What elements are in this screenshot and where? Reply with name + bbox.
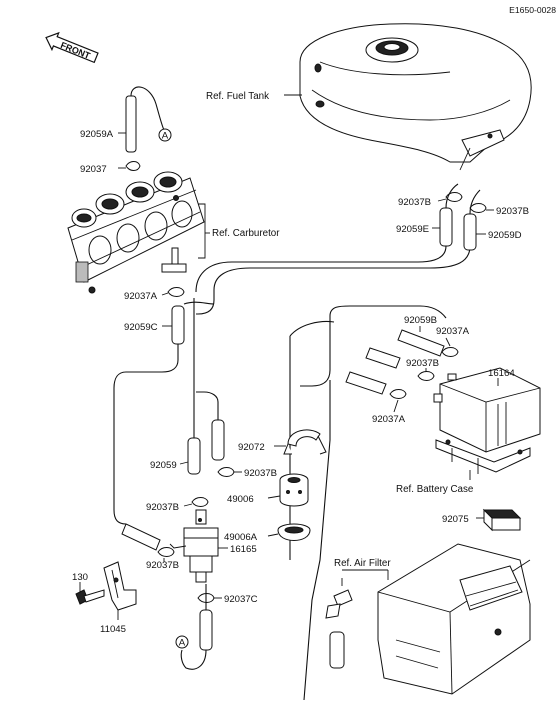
label-92059: 92059 (150, 460, 177, 471)
clip-92037B-tank-right (469, 203, 487, 213)
filter-49006 (279, 473, 309, 507)
label-92037B-tank-left: 92037B (398, 197, 431, 208)
clamp-92072 (283, 429, 327, 455)
label-130: 130 (72, 572, 88, 583)
label-92059B: 92059B (404, 315, 437, 326)
battery-case-bracket (435, 439, 531, 474)
hose-92059 (187, 419, 225, 475)
clip-92037 (125, 161, 141, 171)
fuel-tank (299, 23, 532, 171)
bracket-11045 (103, 561, 137, 611)
label-92072: 92072 (238, 442, 265, 453)
label-92037B-mid: 92037B (406, 358, 439, 369)
connector-a-bottom: A (175, 635, 189, 649)
canister-16164 (433, 367, 541, 453)
label-11045: 11045 (100, 624, 126, 635)
clip-92037B-pump-bottom (157, 547, 175, 557)
ref-fuel-tank-label: Ref. Fuel Tank (206, 91, 269, 102)
front-label: FRONT (59, 40, 92, 61)
bolt-130 (75, 589, 105, 605)
connector-a-top: A (158, 128, 172, 142)
label-16165: 16165 (230, 544, 257, 555)
clip-92037A-lower (389, 389, 407, 399)
label-92059C: 92059C (124, 322, 158, 333)
label-92059E: 92059E (396, 224, 429, 235)
label-92059A: 92059A (80, 129, 114, 140)
label-92075: 92075 (442, 514, 469, 525)
hose-upper-short (365, 347, 401, 369)
svg-text:A: A (179, 638, 186, 649)
carburetor-assembly (67, 171, 205, 294)
clip-92037B-pump-left (191, 497, 209, 507)
clip-92037A-upper (441, 347, 459, 357)
clip-92037A-carb (167, 287, 185, 297)
hose-92059E (439, 183, 459, 247)
hose-92059B (397, 329, 445, 357)
label-92037B-pump-left: 92037B (146, 502, 179, 513)
label-92037B-pump-top: 92037B (244, 468, 277, 479)
label-92037A-upper: 92037A (436, 326, 470, 337)
label-49006A: 49006A (224, 532, 258, 543)
label-92037A-lower: 92037A (372, 414, 406, 425)
air-filter-housing (325, 543, 531, 695)
hose-92059A (125, 86, 165, 153)
ref-carburetor-label: Ref. Carburetor (212, 228, 280, 239)
ref-battery-case-label: Ref. Battery Case (396, 484, 474, 495)
pad-92075 (482, 508, 522, 532)
label-92037B-pump-bottom: 92037B (146, 560, 179, 571)
hose-lower-a (180, 584, 213, 670)
clip-92037B-mid (417, 371, 435, 381)
label-92059D: 92059D (488, 230, 522, 241)
label-92037C: 92037C (224, 594, 258, 605)
ref-air-filter-label: Ref. Air Filter (334, 558, 391, 569)
label-92037A-carb: 92037A (124, 291, 158, 302)
diagram-code: E1650-0028 (509, 5, 556, 15)
clip-92037B-pump-top (217, 467, 235, 477)
front-arrow: FRONT (45, 31, 99, 64)
hose-92059C (171, 305, 185, 345)
label-92037B-tank-right: 92037B (496, 206, 529, 217)
hose-pump-inlet (121, 523, 161, 551)
hose-92059D (463, 189, 481, 251)
svg-text:A: A (162, 131, 169, 142)
clip-92037B-tank-left (445, 192, 463, 202)
hose-air-filter-inlet (329, 631, 345, 669)
label-92037: 92037 (80, 164, 107, 175)
label-49006: 49006 (227, 494, 254, 505)
cap-49006A (277, 523, 311, 541)
label-16164: 16164 (488, 368, 515, 379)
hose-lower-short (345, 371, 387, 395)
fuel-pump-16165 (169, 509, 219, 583)
